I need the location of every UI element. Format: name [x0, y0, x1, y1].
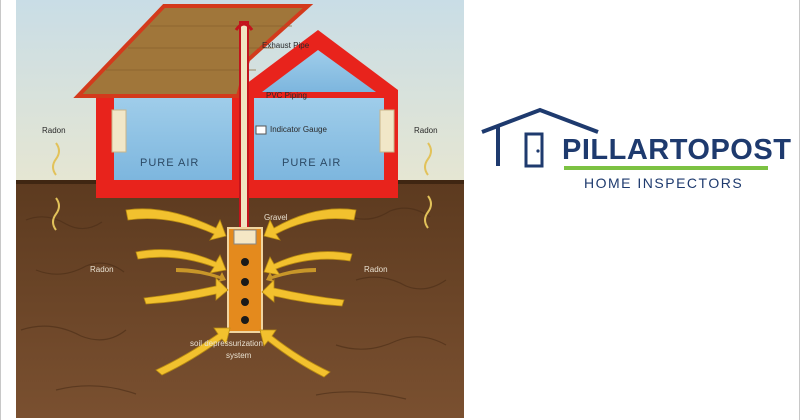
radon-hazard-icons: [241, 258, 249, 324]
attic-right: [262, 50, 376, 92]
window-left: [111, 109, 127, 153]
pvc-pipe: [239, 21, 249, 233]
label-soil-left: Radon: [90, 265, 114, 274]
room-left: [114, 98, 232, 180]
roof-shingles: [106, 25, 292, 71]
house-logo-icon: [481, 107, 599, 168]
logo-tagline: HOME INSPECTORS: [584, 175, 744, 191]
soil-texture: [20, 207, 447, 400]
label-exhaust-pipe: Exhaust Pipe: [262, 41, 310, 50]
pit-cap: [233, 229, 257, 245]
label-room-left: PURE AIR: [140, 157, 199, 169]
room-right: [254, 98, 384, 180]
label-radon-right: Radon: [414, 126, 438, 135]
label-room-right: PURE AIR: [282, 157, 341, 169]
radon-arrows: [125, 208, 357, 378]
pipe-exhaust-cap: [234, 22, 254, 31]
label-indicator-gauge: Indicator Gauge: [270, 125, 327, 134]
label-radon-left: Radon: [42, 126, 66, 135]
label-system-line1: soil depressurization: [190, 339, 263, 348]
logo-underline: [564, 166, 768, 170]
logo-name: PILLARTOPOST: [562, 134, 792, 166]
inner-arrows: [176, 268, 316, 282]
pillar-to-post-logo: PILLARTOPOST HOME INSPECTORS: [480, 100, 791, 200]
label-soil-right: Radon: [364, 265, 388, 274]
window-right: [379, 109, 395, 153]
radon-mitigation-diagram: Exhaust Pipe PVC Piping Indicator Gauge …: [16, 0, 464, 418]
label-gravel: Gravel: [264, 213, 288, 222]
radon-wisps: [52, 142, 432, 231]
label-pvc-piping: PVC Piping: [266, 91, 307, 100]
indicator-gauge-icon: [255, 125, 267, 135]
label-system-line2: system: [226, 351, 252, 360]
